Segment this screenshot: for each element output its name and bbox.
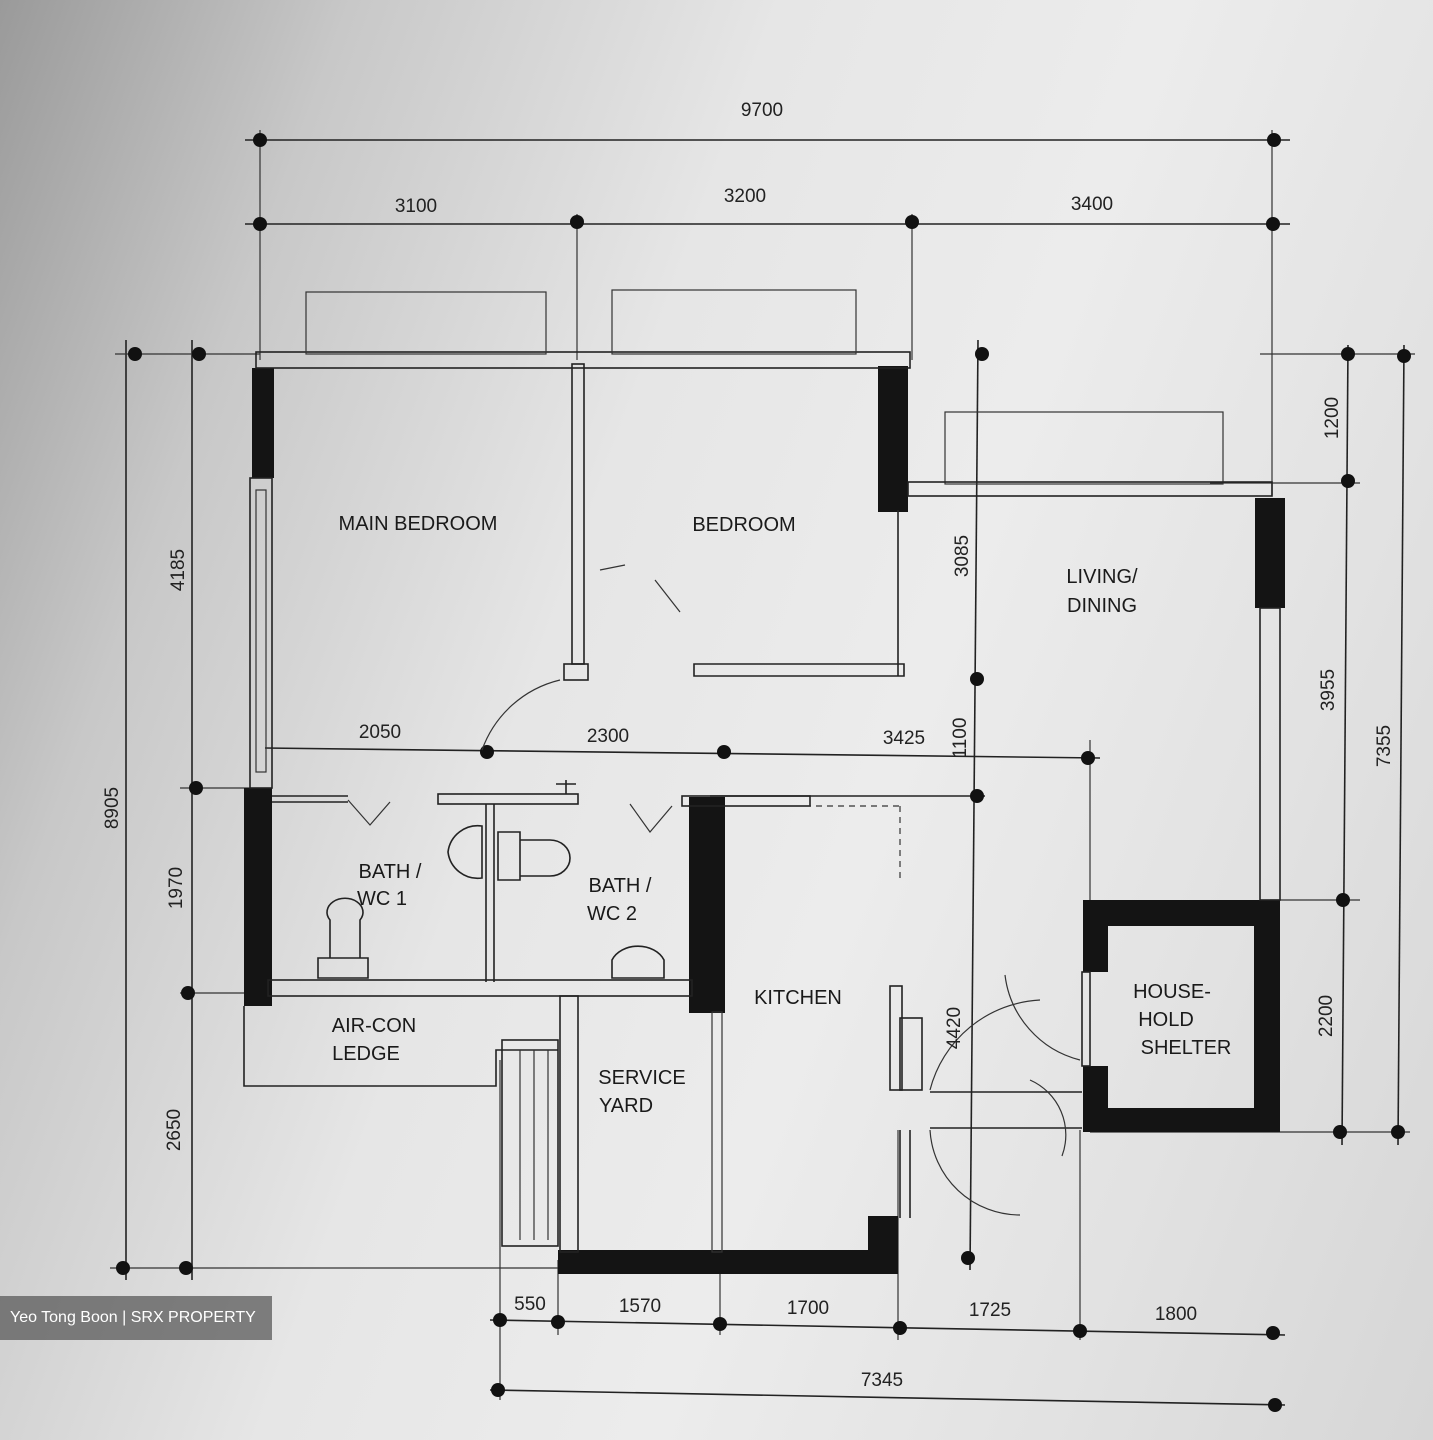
dim-bottom-total: 7345 — [861, 1370, 903, 1391]
label-service-line1: SERVICE — [598, 1067, 685, 1089]
dim-mid-seg3: 3425 — [883, 728, 925, 749]
partitions — [243, 289, 1281, 1253]
dim-left-seg1: 4185 — [168, 549, 189, 591]
dim-bottom-seg2: 1570 — [619, 1296, 661, 1317]
dim-mid-seg1: 2050 — [359, 722, 401, 743]
dim-left-seg3: 2650 — [164, 1109, 185, 1151]
label-bath1-line1: BATH / — [359, 861, 422, 883]
dim-right-total: 7355 — [1374, 725, 1395, 767]
dim-top-total: 9700 — [741, 100, 783, 121]
label-shelter-line3: SHELTER — [1141, 1037, 1232, 1059]
dim-top-seg3: 3400 — [1071, 194, 1113, 215]
dim-top-seg2: 3200 — [724, 186, 766, 207]
label-service-line2: YARD — [599, 1095, 653, 1117]
walls — [244, 366, 1285, 1274]
label-bath2-line2: WC 2 — [587, 903, 637, 925]
dim-bottom-seg1: 550 — [514, 1294, 546, 1315]
dim-left-total: 8905 — [102, 787, 123, 829]
label-living-line1: LIVING/ — [1066, 566, 1138, 588]
dim-top-seg1: 3100 — [395, 196, 437, 217]
dimension-markers — [116, 133, 1411, 1412]
room-labels: MAIN BEDROOM BEDROOM LIVING/ DINING BATH… — [332, 513, 1232, 1117]
dim-mid-seg2: 2300 — [587, 726, 629, 747]
label-bath2-line1: BATH / — [589, 875, 652, 897]
label-shelter-line2: HOLD — [1138, 1009, 1194, 1031]
dim-bottom-seg5: 1800 — [1155, 1304, 1197, 1325]
label-aircon-line2: LEDGE — [332, 1043, 400, 1065]
dim-right-seg1: 1200 — [1322, 397, 1343, 439]
label-living-line2: DINING — [1067, 595, 1137, 617]
dim-right-seg3: 2200 — [1316, 995, 1337, 1037]
label-kitchen: KITCHEN — [754, 987, 842, 1009]
dim-living-height: 3085 — [952, 535, 973, 577]
label-aircon-line1: AIR-CON — [332, 1015, 416, 1037]
label-main-bedroom: MAIN BEDROOM — [339, 513, 498, 535]
label-bedroom: BEDROOM — [692, 514, 795, 536]
watermark: Yeo Tong Boon | SRX PROPERTY — [0, 1296, 272, 1340]
dim-kitchen-gap: 1100 — [950, 718, 971, 759]
label-shelter-line1: HOUSE- — [1133, 981, 1211, 1003]
dim-kitchen-height: 4420 — [944, 1007, 965, 1049]
dim-bottom-seg3: 1700 — [787, 1298, 829, 1319]
dim-bottom-seg4: 1725 — [969, 1300, 1011, 1321]
dimension-labels: 9700 3100 3200 3400 8905 4185 1970 2650 … — [102, 100, 1395, 1391]
dim-left-seg2: 1970 — [166, 867, 187, 909]
label-bath1-line2: WC 1 — [357, 888, 407, 910]
dim-right-seg2: 3955 — [1318, 669, 1339, 711]
